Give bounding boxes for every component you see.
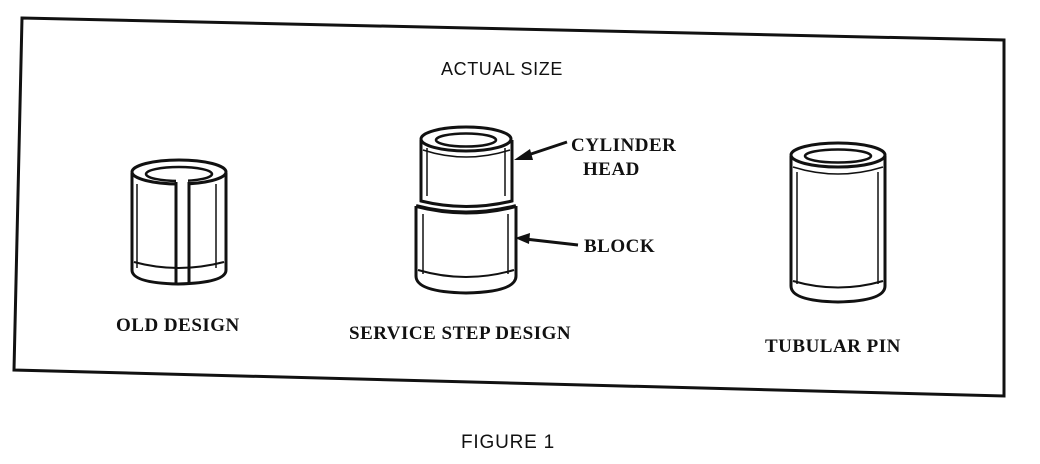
figure-caption: FIGURE 1 bbox=[461, 432, 556, 453]
old-design-label: OLD DESIGN bbox=[116, 315, 240, 336]
tubular-pin-label: TUBULAR PIN bbox=[765, 336, 901, 357]
tubular-pin-illustration bbox=[789, 141, 887, 304]
block-arrow bbox=[515, 233, 579, 247]
figure-title: ACTUAL SIZE bbox=[441, 59, 563, 79]
old-design-illustration bbox=[130, 158, 228, 286]
service-step-illustration bbox=[414, 125, 518, 295]
cylinder-head-callout-line1: CYLINDER bbox=[571, 135, 677, 156]
figure-border bbox=[12, 16, 1006, 398]
cylinder-head-callout-line2: HEAD bbox=[583, 159, 640, 180]
service-step-design-label: SERVICE STEP DESIGN bbox=[349, 323, 572, 344]
cylinder-head-arrow bbox=[514, 140, 568, 160]
cylinder-head-callout: CYLINDER HEAD bbox=[571, 134, 676, 182]
block-callout: BLOCK bbox=[584, 236, 656, 257]
